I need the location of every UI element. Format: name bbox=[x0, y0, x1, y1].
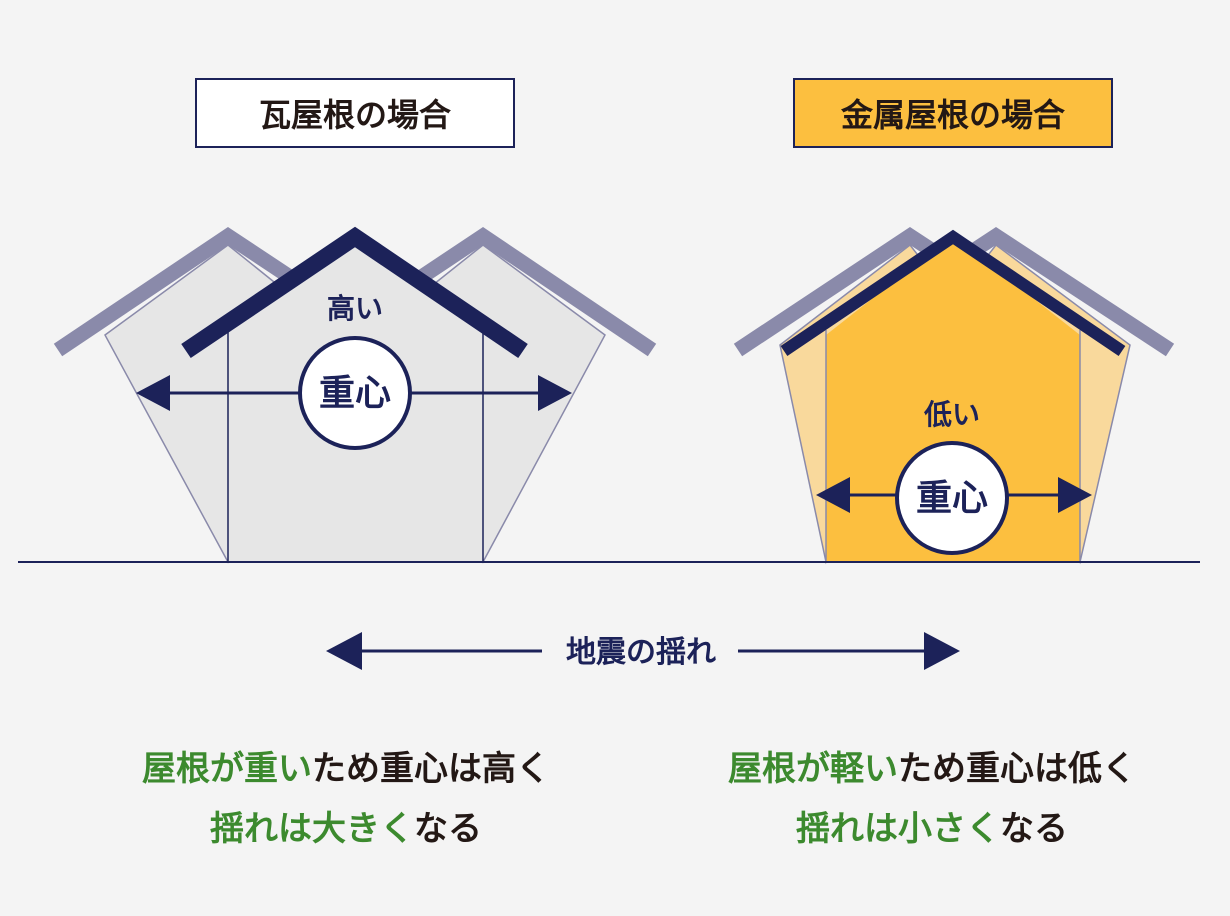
right-center-label: 重心 bbox=[916, 478, 988, 519]
left-height-label: 高い bbox=[327, 292, 383, 325]
right-sway-arrowhead-right bbox=[1058, 477, 1092, 513]
earthquake-arrowhead-left bbox=[326, 632, 362, 670]
title-tile-roof: 瓦屋根の場合 bbox=[195, 78, 515, 148]
right-house-group: 重心 低い bbox=[733, 227, 1175, 565]
caption-segment: なる bbox=[1000, 809, 1068, 849]
left-sway-arrowhead-left bbox=[136, 375, 170, 411]
earthquake-arrow: 地震の揺れ bbox=[326, 632, 960, 670]
right-sway-arrowhead-left bbox=[816, 477, 850, 513]
left-main-roof bbox=[181, 226, 528, 359]
caption-segment: 屋根が重い bbox=[142, 749, 312, 789]
caption-right-line1: 屋根が軽いため重心は低く bbox=[652, 752, 1212, 786]
left-house-group: 重心 高い bbox=[53, 226, 657, 564]
right-main-roof bbox=[780, 229, 1126, 356]
caption-segment: ため重心は低く bbox=[898, 749, 1136, 789]
caption-right-line2: 揺れは小さくなる bbox=[652, 812, 1212, 846]
right-center-circle bbox=[895, 441, 1009, 555]
caption-segment: 屋根が軽い bbox=[728, 749, 898, 789]
title-metal-roof: 金属屋根の場合 bbox=[793, 78, 1113, 148]
caption-left-line1: 屋根が重いため重心は高く bbox=[66, 752, 626, 786]
right-main-house bbox=[826, 235, 1080, 562]
left-center-circle bbox=[298, 336, 412, 450]
caption-segment: 揺れは小さく bbox=[796, 809, 1000, 849]
right-height-label: 低い bbox=[923, 398, 980, 431]
left-center-label: 重心 bbox=[319, 373, 391, 414]
caption-segment: ため重心は高く bbox=[312, 749, 550, 789]
caption-segment: なる bbox=[414, 809, 482, 849]
earthquake-arrowhead-right bbox=[924, 632, 960, 670]
left-sway-arrowhead-right bbox=[538, 375, 572, 411]
earthquake-label: 地震の揺れ bbox=[566, 635, 716, 670]
caption-segment: 揺れは大きく bbox=[210, 809, 414, 849]
caption-left-line2: 揺れは大きくなる bbox=[66, 812, 626, 846]
